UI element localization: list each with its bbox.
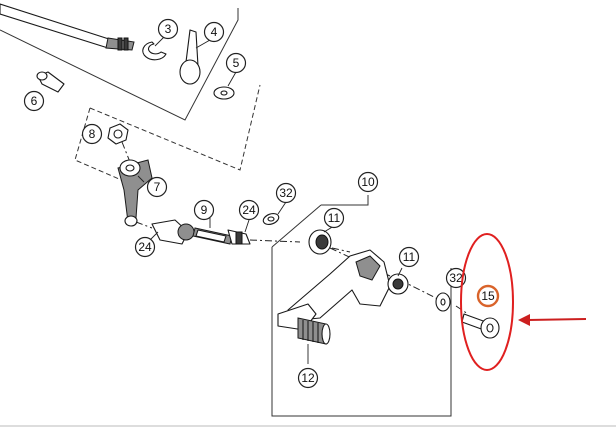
spring-clip-part	[179, 29, 201, 85]
callout-label: 7	[154, 180, 161, 194]
callout-4[interactable]: 4	[203, 21, 225, 43]
callout-8[interactable]: 8	[81, 123, 103, 145]
shift-lever-body	[277, 249, 391, 331]
washer-part-32b	[435, 292, 451, 312]
callout-32-left[interactable]: 32	[275, 182, 297, 204]
leader-lines	[137, 35, 403, 364]
callout-label: 32	[449, 271, 463, 285]
annotation-arrow	[518, 314, 587, 326]
callout-9[interactable]: 9	[193, 199, 215, 221]
bearing-part-11b	[387, 273, 409, 295]
shift-rod-9	[192, 227, 233, 245]
callout-label: 5	[233, 56, 240, 70]
washer-part-5	[213, 86, 235, 100]
assembly-frame-shift-lever	[271, 195, 452, 417]
callout-11-left[interactable]: 11	[323, 207, 345, 229]
bearing-part-11a	[308, 229, 332, 255]
ball-joint-right	[227, 229, 251, 245]
callout-label: 32	[279, 186, 293, 200]
callout-6[interactable]: 6	[23, 90, 45, 112]
pin-part-6	[36, 71, 65, 93]
callout-label: 24	[138, 240, 152, 254]
highlight-ring	[476, 284, 500, 308]
nut-part-8	[107, 123, 131, 163]
callout-label: 8	[89, 127, 96, 141]
callout-label: 9	[201, 203, 208, 217]
assembly-frame-lever	[74, 84, 261, 189]
axis-line	[249, 239, 469, 315]
bolt-part-15	[461, 313, 500, 339]
callout-label: 24	[242, 203, 256, 217]
callout-label: 11	[403, 250, 416, 264]
callout-12[interactable]: 12	[297, 367, 319, 389]
callout-label: 10	[361, 175, 375, 189]
callout-label: 15	[481, 289, 495, 303]
circlip-part	[142, 41, 167, 61]
assembly-frame-upper	[0, 8, 239, 121]
callout-11-right[interactable]: 11	[398, 246, 420, 268]
callout-label: 11	[328, 211, 341, 225]
washer-part-32a	[262, 213, 280, 225]
callout-24-lower[interactable]: 24	[134, 236, 156, 258]
callout-label: 12	[301, 371, 315, 385]
shift-shaft	[0, 3, 135, 51]
callout-24-upper[interactable]: 24	[238, 199, 260, 221]
ball-joint-left	[135, 219, 195, 245]
lever-part-7	[117, 159, 153, 227]
callout-label: 6	[31, 94, 38, 108]
footpeg-12	[297, 317, 331, 345]
callout-label: 4	[211, 25, 218, 39]
callout-3[interactable]: 3	[157, 18, 179, 40]
annotation-ellipse	[460, 233, 514, 371]
callout-5[interactable]: 5	[225, 52, 247, 74]
callout-7[interactable]: 7	[146, 176, 168, 198]
callout-10[interactable]: 10	[357, 171, 379, 193]
callout-label: 3	[165, 22, 172, 36]
callout-32-right[interactable]: 32	[445, 267, 467, 289]
callout-15-highlighted[interactable]: 15	[476, 284, 500, 308]
